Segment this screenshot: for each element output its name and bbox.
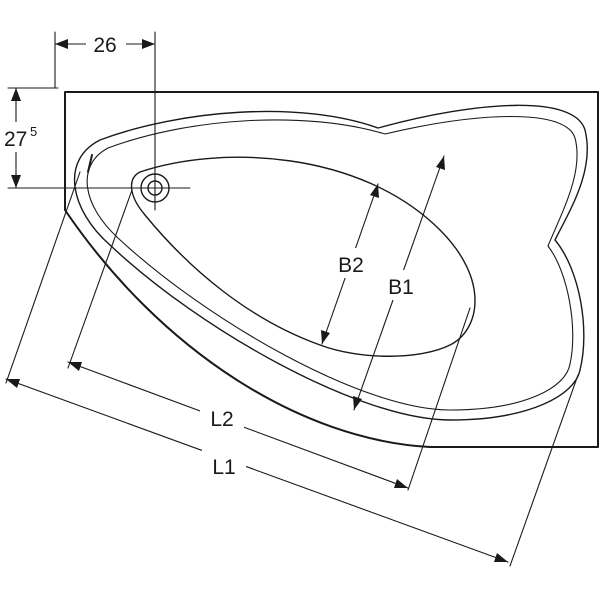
- dimension-label-l2: L2: [210, 408, 233, 431]
- dimension-27-5: 27 5: [2, 87, 191, 189]
- dimension-26: 26: [54, 30, 156, 211]
- l1-extension-right: [509, 374, 579, 567]
- tub-outer-frame: [64, 91, 599, 448]
- tub-rim-inner-line: [86, 116, 578, 411]
- l1-extension-left: [5, 171, 81, 384]
- dimension-label-l1: L1: [212, 456, 235, 479]
- dimension-b2: B2: [321, 183, 379, 345]
- dimension-label-27-superscript: 5: [30, 124, 37, 139]
- dimension-l1: L1: [5, 378, 509, 563]
- dimension-label-27: 27: [4, 128, 27, 151]
- dimension-label-b1: B1: [388, 276, 414, 299]
- dimension-l2: L2: [67, 361, 409, 489]
- apron-handle-mark: [87, 154, 93, 173]
- dimension-label-b2: B2: [338, 254, 364, 277]
- dimension-label-26: 26: [93, 34, 116, 57]
- tub-basin-outline: [130, 156, 476, 357]
- l2-extension-right: [407, 307, 471, 491]
- dimension-b1: B1: [353, 155, 445, 411]
- l2-extension-left: [67, 189, 133, 369]
- tub-rim-outline: [73, 104, 588, 421]
